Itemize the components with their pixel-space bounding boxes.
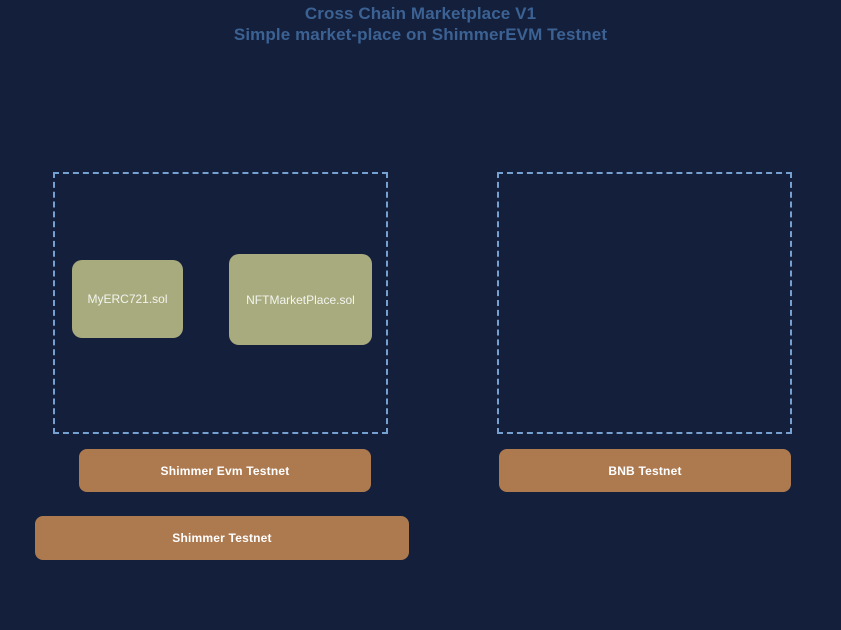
network-bar-label: Shimmer Evm Testnet — [160, 463, 290, 478]
network-bar-label: Shimmer Testnet — [172, 531, 272, 545]
contract-node-nftmarketplace[interactable]: NFTMarketPlace.sol — [229, 254, 372, 345]
contract-node-label: MyERC721.sol — [87, 292, 168, 306]
network-bar-bnb-testnet[interactable]: BNB Testnet — [499, 449, 791, 492]
network-bar-shimmer-evm-testnet[interactable]: Shimmer Evm Testnet — [79, 449, 371, 492]
network-bar-label: BNB Testnet — [608, 463, 682, 478]
page-title: Cross Chain Marketplace V1 — [304, 4, 537, 23]
page-subtitle: Simple market-place on ShimmerEVM Testne… — [233, 25, 608, 44]
group-container-shimmer-evm — [53, 172, 388, 434]
page-header: Cross Chain Marketplace V1 Simple market… — [0, 0, 841, 45]
contract-node-label: NFTMarketPlace.sol — [246, 292, 355, 307]
network-bar-shimmer-testnet[interactable]: Shimmer Testnet — [35, 516, 409, 560]
contract-node-myerc721[interactable]: MyERC721.sol — [72, 260, 183, 338]
group-container-bnb — [497, 172, 792, 434]
